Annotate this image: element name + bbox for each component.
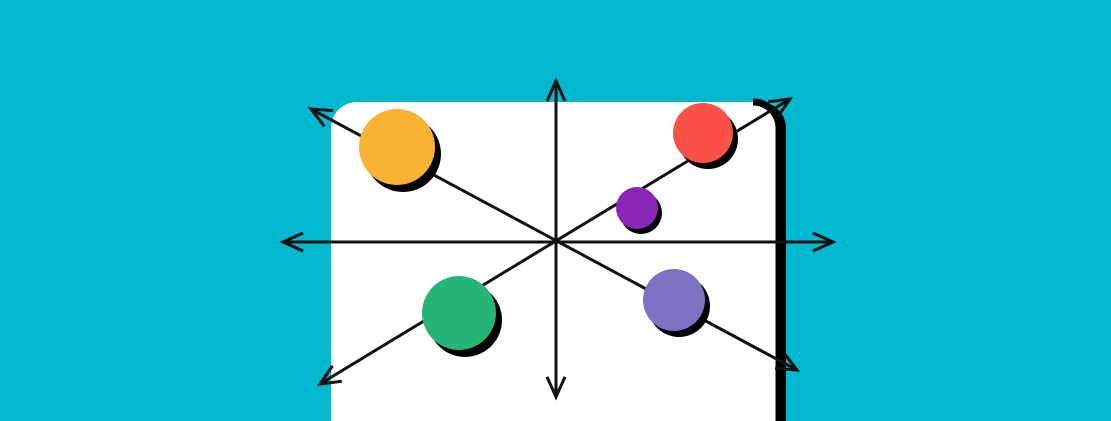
card-border-right-strip <box>775 127 783 421</box>
node-purple[interactable]: Purple node <box>616 187 662 234</box>
node-orange-disc[interactable] <box>359 109 435 185</box>
diagonal-axis-nw-se-arrowhead-end <box>774 351 801 372</box>
diagonal-axis-nw-se-arrowhead-start <box>307 107 334 128</box>
node-orange[interactable]: Orange node <box>359 109 441 192</box>
node-red[interactable]: Red node <box>673 103 738 169</box>
vertical-axis-arrowhead-end <box>545 376 567 401</box>
node-periwinkle[interactable]: Periwinkle node <box>643 269 710 337</box>
node-periwinkle-disc[interactable] <box>643 269 705 331</box>
diagonal-axis-ne-sw-arrowhead-start <box>767 97 794 118</box>
horizontal-axis-arrowhead-end <box>279 231 304 253</box>
diagonal-axis-ne-sw-arrowhead-end <box>316 365 343 386</box>
node-purple-disc[interactable] <box>616 187 658 229</box>
node-red-disc[interactable] <box>673 103 733 163</box>
node-green-disc[interactable] <box>422 276 496 350</box>
vertical-axis-arrowhead-start <box>545 77 567 102</box>
node-green[interactable]: Green node <box>422 276 502 357</box>
horizontal-axis-arrowhead-start <box>812 231 837 253</box>
nodes-group: Orange node Red nodePurple nodeGreen node… <box>359 103 738 357</box>
